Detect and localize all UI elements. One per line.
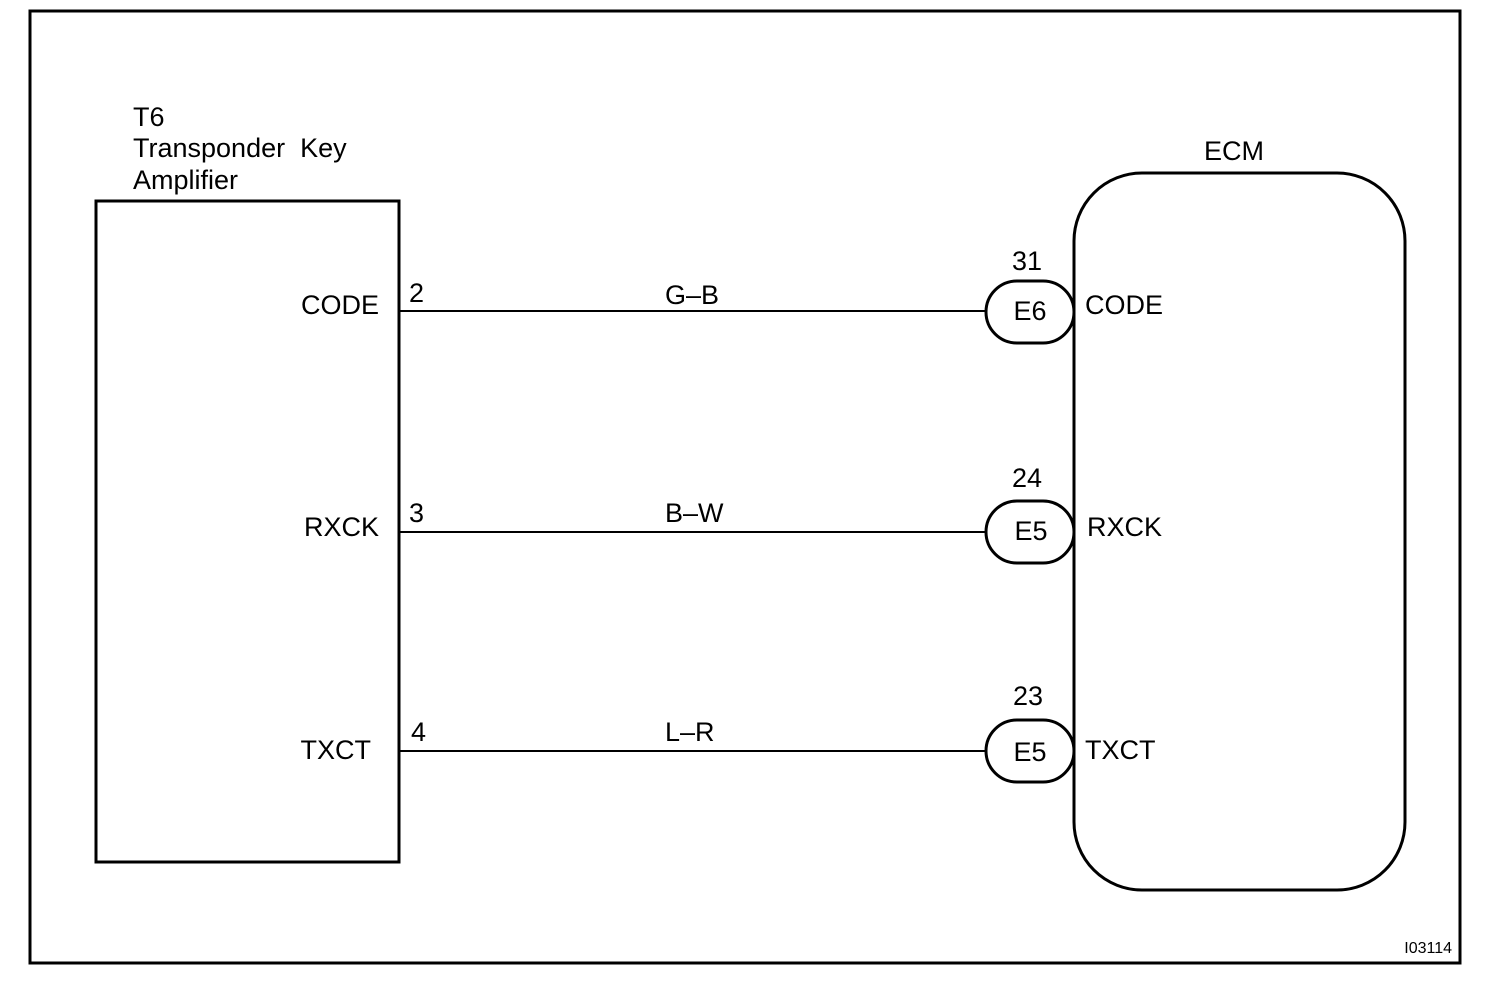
connector-name-e5-rxck: E5 <box>1014 516 1047 546</box>
connector-name-e5-txct: E5 <box>1013 737 1046 767</box>
connector-name-e6: E6 <box>1013 296 1046 326</box>
left-pin-number-2: 2 <box>409 278 424 308</box>
right-component-name: ECM <box>1204 136 1264 166</box>
connector-e5-pin23 <box>984 718 1076 784</box>
figure-id: I03114 <box>1404 940 1452 957</box>
right-pin-number-23: 23 <box>1013 681 1043 711</box>
wire-color-rxck: B–W <box>665 498 724 528</box>
right-pin-label-code: CODE <box>1085 290 1163 320</box>
diagram-frame <box>28 9 1462 965</box>
transponder-key-amplifier-box <box>94 199 401 864</box>
right-pin-number-31: 31 <box>1012 246 1042 276</box>
left-pin-label-code: CODE <box>301 290 379 320</box>
connector-e5-pin24 <box>984 499 1076 565</box>
right-pin-number-24: 24 <box>1012 463 1042 493</box>
left-pin-label-rxck: RXCK <box>304 512 379 542</box>
left-component-name-line2: Amplifier <box>133 165 238 195</box>
connector-e6-pin31 <box>984 279 1076 345</box>
right-pin-label-txct: TXCT <box>1085 735 1156 765</box>
left-component-id: T6 <box>133 102 165 132</box>
left-pin-number-4: 4 <box>411 717 426 747</box>
left-pin-number-3: 3 <box>409 498 424 528</box>
left-component-name-line1: Transponder Key <box>133 133 347 163</box>
right-pin-label-rxck: RXCK <box>1087 512 1162 542</box>
left-pin-label-txct: TXCT <box>301 735 372 765</box>
wire-color-code: G–B <box>665 280 719 310</box>
wire-color-txct: L–R <box>665 717 715 747</box>
